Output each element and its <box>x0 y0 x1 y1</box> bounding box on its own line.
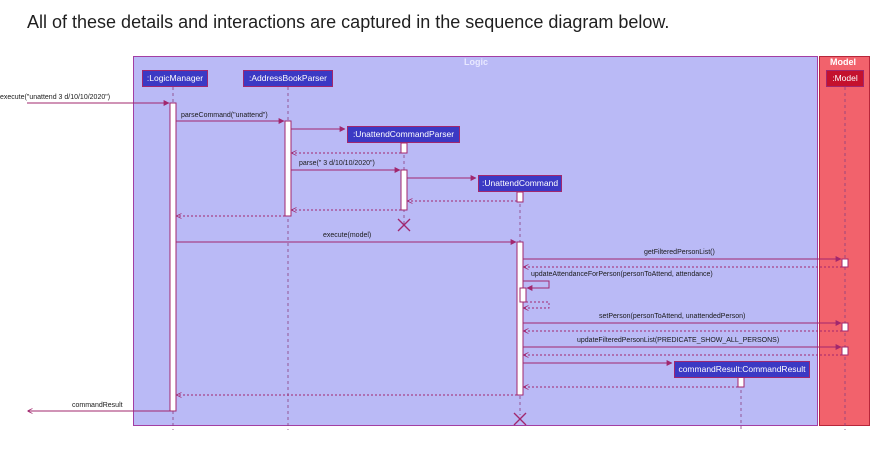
activation-command-2 <box>516 241 524 396</box>
message-set-person: setPerson(personToAttend, unattendedPers… <box>599 313 746 320</box>
activation-command-parser-2 <box>400 169 408 211</box>
participant-logic-manager: :LogicManager <box>142 70 208 87</box>
activation-logic-manager <box>169 102 177 412</box>
participant-model: :Model <box>826 70 864 87</box>
activation-model-1 <box>841 258 849 268</box>
return-update-attendance <box>524 301 550 308</box>
message-update-filtered: updateFilteredPersonList(PREDICATE_SHOW_… <box>577 337 780 344</box>
model-frame <box>819 56 870 426</box>
activation-command-result <box>737 376 745 388</box>
participant-parser: :AddressBookParser <box>243 70 333 87</box>
activation-model-2 <box>841 322 849 332</box>
participant-command: :UnattendCommand <box>478 175 562 192</box>
message-update-attendance: updateAttendanceForPerson(personToAttend… <box>531 271 713 278</box>
arrow-update-attendance <box>523 280 550 291</box>
activation-parser <box>284 120 292 217</box>
message-command-result-return: commandResult <box>72 402 123 409</box>
model-frame-title: Model <box>830 57 856 67</box>
participant-command-result: commandResult:CommandResult <box>674 361 810 378</box>
message-parse: parse(" 3 d/10/10/2020") <box>299 160 375 167</box>
activation-command-parser-1 <box>400 142 408 154</box>
activation-command-self <box>519 287 527 303</box>
destroy-command <box>513 412 527 426</box>
activation-model-3 <box>841 346 849 356</box>
destroy-command-parser <box>397 218 411 232</box>
logic-frame-title: Logic <box>464 57 488 67</box>
activation-command-1 <box>516 191 524 203</box>
participant-command-parser: :UnattendCommandParser <box>347 126 460 143</box>
intro-text: All of these details and interactions ar… <box>27 12 670 32</box>
message-execute-in: execute("unattend 3 d/10/10/2020") <box>0 94 111 101</box>
message-get-filtered: getFilteredPersonList() <box>644 249 715 256</box>
message-execute-model: execute(model) <box>323 232 372 239</box>
message-parse-command: parseCommand("unattend") <box>181 112 268 119</box>
